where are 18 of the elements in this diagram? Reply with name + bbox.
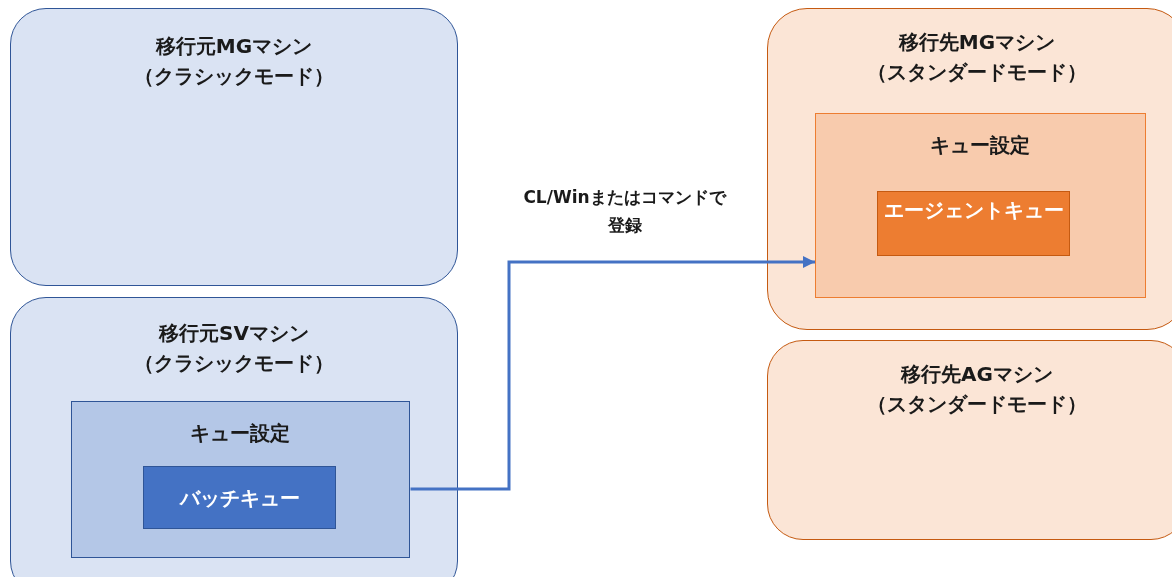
arrow [410, 256, 815, 491]
box-label: 移行元SVマシン（クラシックモード） [134, 320, 334, 377]
edge-label: CL/Winまたはコマンドで登録 [522, 186, 727, 237]
box-label: キュー設定 [190, 419, 290, 447]
machine-box [10, 8, 458, 286]
box-label: エージェントキュー [883, 197, 1064, 224]
queue-settings-box [70, 400, 410, 558]
box-label: 移行先AGマシン（スタンダードモード） [867, 361, 1087, 418]
box-label: キュー設定 [930, 131, 1030, 159]
machine-box [767, 8, 1172, 330]
queue-box [143, 466, 336, 529]
machine-box [767, 340, 1172, 540]
box-label: 移行元MGマシン（クラシックモード） [134, 33, 334, 90]
queue-settings-box [814, 112, 1146, 298]
machine-box [10, 297, 458, 577]
box-label: バッチキュー [179, 485, 300, 512]
box-label: 移行先MGマシン（スタンダードモード） [867, 29, 1087, 86]
queue-box [877, 191, 1070, 256]
